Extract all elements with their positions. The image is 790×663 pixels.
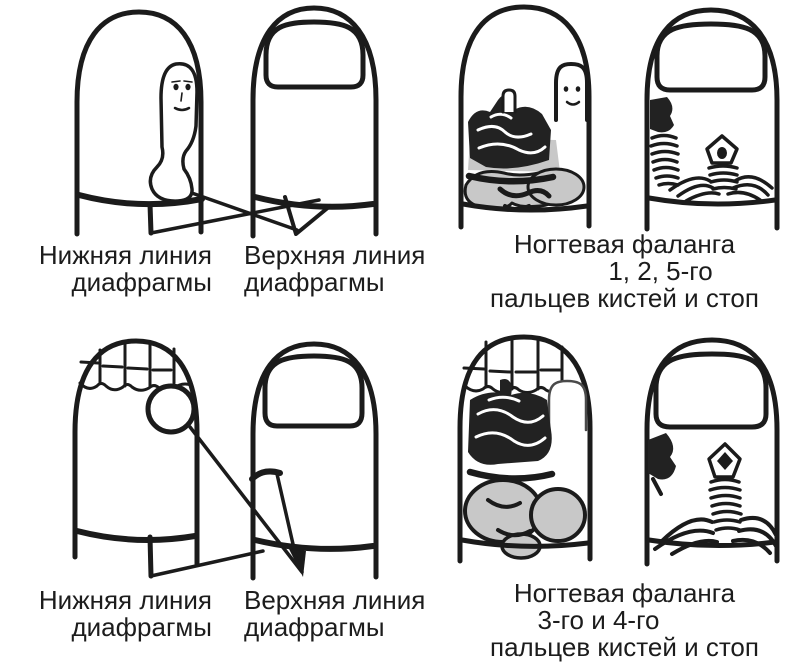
- nail-outline: [653, 351, 769, 430]
- label-lower-diaphragm-top: Нижняя линия диафрагмы: [2, 242, 212, 296]
- bottom-line: [646, 537, 778, 549]
- spine-column: [708, 477, 743, 532]
- finger-outline: [250, 341, 379, 581]
- finger-outline: [644, 337, 780, 567]
- label-nail-phalanx-top: Ногтевая фаланга 1, 2, 5-го пальцев кист…: [452, 231, 790, 312]
- label-line: Верхняя линия: [244, 585, 426, 615]
- top-finger-internal-organs: [458, 4, 592, 230]
- label-line: диафрагмы: [244, 612, 385, 642]
- label-upper-diaphragm-bottom: Верхняя линия диафрагмы: [244, 587, 474, 641]
- label-line: пальцев кистей и стоп: [490, 632, 759, 662]
- finger-outline: [644, 7, 780, 232]
- bottom-line: [459, 537, 591, 549]
- top-finger-body-projection: [74, 9, 332, 237]
- dark-marker: [648, 433, 676, 480]
- upper-diaphragm-line: [252, 537, 376, 552]
- label-upper-diaphragm-top: Верхняя линия диафрагмы: [244, 242, 474, 296]
- finger-outline: [250, 5, 379, 239]
- spine-segments: [649, 133, 680, 187]
- organ-mass: [468, 392, 552, 465]
- bottom-line: [646, 195, 778, 207]
- label-line: Ногтевая фаланга: [513, 229, 736, 259]
- bottom-finger-nail-outline: [249, 341, 379, 581]
- organ-band: [465, 172, 557, 185]
- rib-arcs: [668, 175, 774, 203]
- upper-diaphragm-line: [74, 528, 198, 543]
- lower-diaphragm-notch: [147, 534, 154, 579]
- organ-mass: [468, 94, 551, 169]
- leader-line: [187, 190, 299, 232]
- top-finger-nail-outline: [250, 5, 379, 239]
- bottom-line: [460, 201, 590, 213]
- teeth-lines: [462, 366, 562, 374]
- organ-detail: [501, 88, 517, 114]
- finger-outline: [72, 338, 200, 567]
- nail-ghost-outline: [547, 379, 588, 432]
- bottom-finger-teeth-organs: [457, 334, 593, 564]
- teeth-lines: [79, 360, 173, 372]
- face-mouth: [565, 100, 581, 106]
- body-figure: [148, 62, 199, 203]
- label-line: диафрагмы: [244, 267, 385, 297]
- face-mouth: [173, 106, 191, 112]
- leader-line: [188, 425, 304, 574]
- label-nail-phalanx-bottom: Ногтевая фаланга 3-го и 4-го пальцев кис…: [452, 580, 790, 661]
- teeth-dividers: [98, 341, 176, 388]
- organ-blob: [529, 487, 587, 543]
- label-line: диафрагмы: [71, 612, 212, 642]
- spine-segment-dark: [650, 97, 674, 133]
- label-line: Верхняя линия: [244, 240, 426, 270]
- circle-marker: [145, 383, 197, 435]
- leader-line: [275, 472, 300, 568]
- head-figure: [554, 62, 589, 122]
- nail-outline: [654, 21, 768, 93]
- finger-outline: [74, 9, 204, 237]
- arrowhead: [283, 195, 332, 236]
- label-line: 1, 2, 5-го: [608, 256, 713, 286]
- rib-arcs: [653, 515, 778, 556]
- organ-band: [466, 468, 556, 482]
- label-line: Ногтевая фаланга: [513, 578, 736, 608]
- label-line: пальцев кистей и стоп: [490, 283, 759, 313]
- leader-line: [149, 549, 265, 578]
- organ-blob: [526, 167, 586, 207]
- lower-diaphragm-notch: [147, 201, 154, 236]
- label-line: Нижняя линия: [38, 240, 212, 270]
- upper-diaphragm-line: [252, 194, 376, 210]
- nail-outline: [263, 19, 366, 90]
- label-line: Нижняя линия: [38, 585, 212, 615]
- label-lower-diaphragm-bottom: Нижняя линия диафрагмы: [2, 587, 212, 641]
- finger-outline: [458, 4, 592, 230]
- upper-diaphragm-line: [76, 192, 205, 208]
- spine-column: [707, 164, 739, 191]
- bottom-finger-spine-projection: [644, 337, 780, 567]
- label-line: 3-го и 4-го: [537, 605, 660, 635]
- nail-outline: [262, 353, 365, 429]
- label-line: диафрагмы: [71, 267, 212, 297]
- top-finger-spine-projection: [644, 7, 780, 232]
- teeth-dividers: [484, 336, 564, 391]
